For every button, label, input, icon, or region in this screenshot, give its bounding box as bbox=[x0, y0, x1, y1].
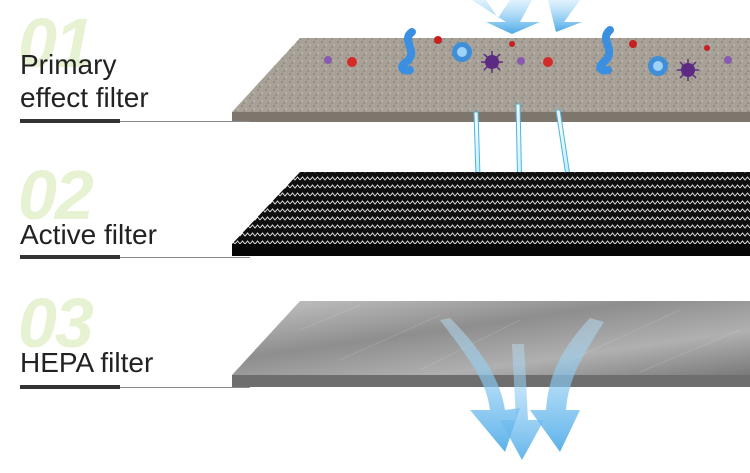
layer-number-3: 03 bbox=[18, 284, 94, 362]
layer-label-hepa: HEPA filter bbox=[20, 347, 154, 378]
hepa-filter-layer bbox=[232, 301, 750, 387]
layer-number-1: 01 bbox=[18, 4, 94, 82]
connector-line-3 bbox=[120, 387, 250, 388]
particles bbox=[324, 26, 732, 81]
layer-number-2: 02 bbox=[18, 156, 94, 234]
layer-label-primary: Primary effect filter bbox=[20, 48, 149, 114]
layer-label-primary-line2: effect filter bbox=[20, 82, 149, 113]
underline-1 bbox=[20, 119, 120, 123]
primary-filter-layer bbox=[232, 38, 750, 122]
connector-line-2 bbox=[120, 257, 250, 258]
layer-label-primary-line1: Primary bbox=[20, 49, 117, 80]
underline-3 bbox=[20, 385, 120, 389]
underline-2 bbox=[20, 255, 120, 259]
connector-line-1 bbox=[120, 121, 250, 122]
layer-label-active: Active filter bbox=[20, 219, 157, 250]
active-filter-layer bbox=[232, 172, 750, 256]
outgoing-airflow bbox=[440, 318, 604, 460]
incoming-airflow bbox=[472, 0, 582, 34]
